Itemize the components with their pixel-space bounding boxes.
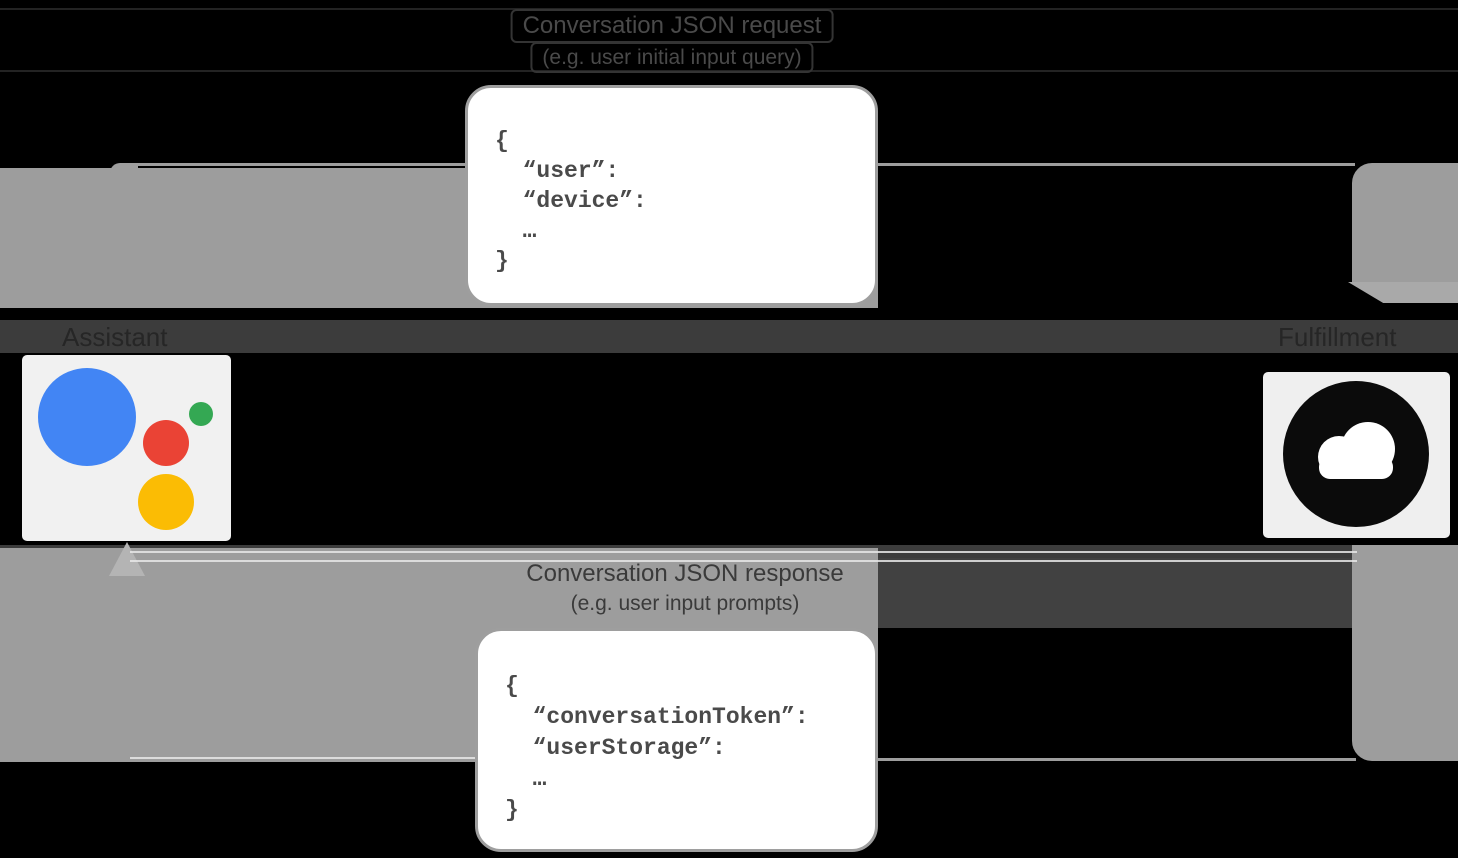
google-assistant-logo-icon [22, 355, 231, 541]
assistant-yellow-dot [138, 474, 194, 530]
fulfillment-label: Fulfillment [1278, 322, 1397, 352]
code-line: { [505, 673, 519, 699]
code-line: } [505, 797, 519, 823]
response-arrow-drop [1352, 545, 1458, 761]
response-json-callout: { “conversationToken”: “userStorage”: … … [475, 628, 878, 852]
stripe-artifact [130, 551, 1357, 553]
fulfillment-tile [1263, 372, 1450, 538]
cloud-icon [1283, 381, 1429, 527]
response-arrow-line [878, 758, 1356, 761]
request-arrowhead-down-icon [1348, 282, 1458, 303]
stripe-artifact [878, 558, 1357, 628]
code-line: “userStorage”: [505, 735, 726, 761]
assistant-blue-dot [38, 368, 136, 466]
label-row-stripe [0, 320, 1458, 353]
request-json-callout: { “user”: “device”: … } [465, 85, 878, 306]
code-line: “user”: [495, 158, 620, 184]
response-label-line1: Conversation JSON response [526, 560, 844, 587]
code-line: “conversationToken”: [505, 704, 809, 730]
code-line: “device”: [495, 188, 647, 214]
request-label-line2: (e.g. user initial input query) [530, 42, 814, 73]
code-line: … [505, 766, 547, 792]
code-line: } [495, 248, 509, 274]
assistant-tile [22, 355, 231, 541]
request-arrow-corner [110, 163, 138, 177]
code-line: … [495, 218, 537, 244]
code-line: { [495, 128, 509, 154]
assistant-green-dot [189, 402, 213, 426]
stripe-artifact [130, 560, 1357, 562]
assistant-label: Assistant [62, 322, 168, 352]
request-arrow-drop [1352, 163, 1458, 283]
request-label-line1: Conversation JSON request [510, 9, 834, 43]
assistant-red-dot [143, 420, 189, 466]
response-label-line2: (e.g. user input prompts) [570, 592, 800, 615]
